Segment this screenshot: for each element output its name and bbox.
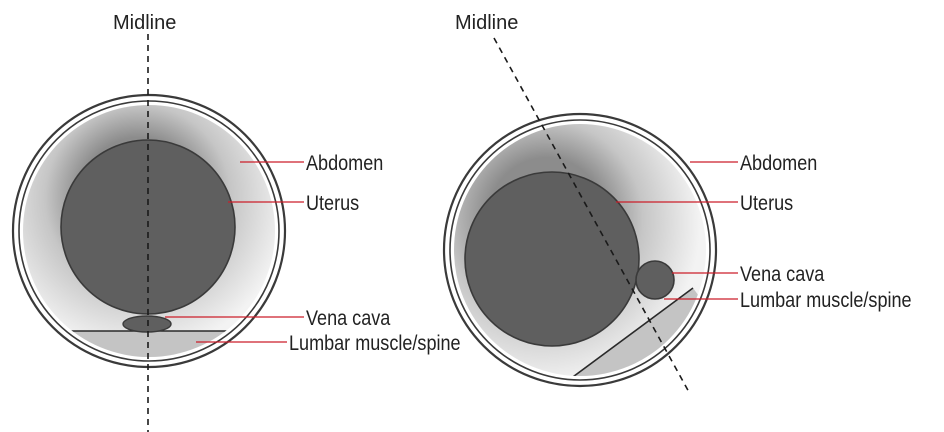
panel-supine: Midline Abdomen Uterus Vena cava Lumbar …	[10, 12, 461, 432]
panel-tilted: Midline Abdomen Uterus Vena cava Lumbar …	[444, 12, 912, 432]
abdomen-label: Abdomen	[740, 152, 817, 176]
midline-label: Midline	[113, 12, 176, 34]
abdomen-label: Abdomen	[306, 152, 383, 176]
lumbar-label: Lumbar muscle/spine	[289, 332, 461, 356]
uterus-label: Uterus	[740, 192, 793, 216]
uterus	[465, 172, 639, 346]
vena-cava	[123, 316, 171, 332]
vena-cava-label: Vena cava	[306, 307, 390, 331]
vena-cava-label: Vena cava	[740, 263, 824, 287]
midline-label: Midline	[455, 12, 518, 34]
uterus-label: Uterus	[306, 192, 359, 216]
lumbar-label: Lumbar muscle/spine	[740, 289, 912, 313]
vena-cava	[636, 261, 674, 299]
